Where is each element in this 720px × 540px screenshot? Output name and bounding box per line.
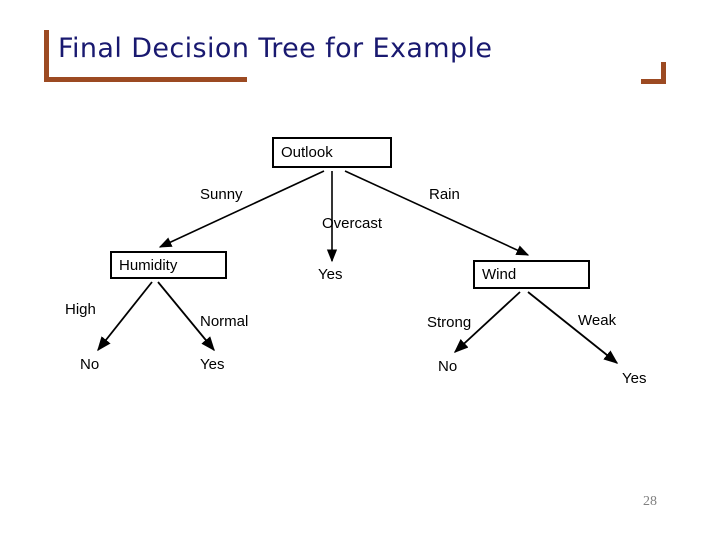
tree-node-outlook[interactable]: Outlook (272, 137, 392, 168)
edge-label-overcast: Overcast (322, 215, 383, 232)
title-bracket-right-vertical (661, 62, 666, 84)
edge-humidity-high-no (97, 281, 153, 352)
tree-leaf-high-no: No (80, 356, 100, 373)
title-bracket-left-vertical (44, 30, 49, 82)
edge-label-weak: Weak (578, 312, 617, 329)
edge-label-normal: Normal (200, 313, 249, 330)
tree-node-wind[interactable]: Wind (473, 260, 590, 289)
page-number: 28 (643, 494, 657, 509)
edge-label-high: High (65, 301, 96, 318)
tree-leaf-overcast-yes: Yes (318, 266, 343, 283)
page-title: Final Decision Tree for Example (58, 33, 493, 64)
edge-label-sunny: Sunny (200, 186, 243, 203)
tree-leaf-strong-no: No (438, 358, 458, 375)
edge-label-rain: Rain (429, 186, 460, 203)
edge-label-strong: Strong (427, 314, 472, 331)
title-bracket-left-horizontal (44, 77, 247, 82)
tree-node-humidity[interactable]: Humidity (110, 251, 227, 279)
title-bracket-right-horizontal (641, 79, 666, 84)
edge-outlook-wind (344, 170, 530, 256)
edge-outlook-humidity (158, 170, 325, 248)
tree-leaf-normal-yes: Yes (200, 356, 225, 373)
tree-leaf-weak-yes: Yes (622, 370, 647, 387)
